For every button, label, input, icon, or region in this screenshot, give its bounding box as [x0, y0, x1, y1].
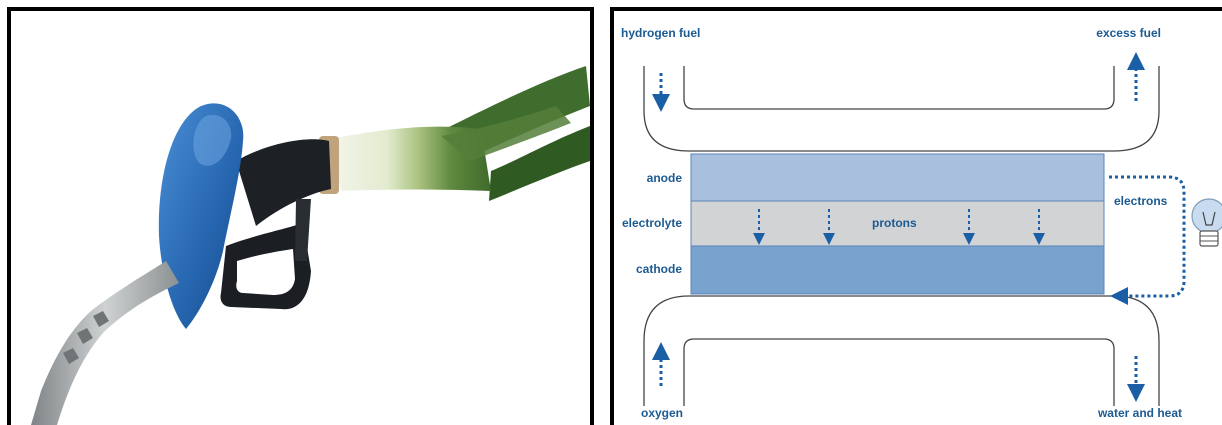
leek-hose: [331, 66, 590, 201]
fuel-cell-diagram-panel: hydrogen fuel excess fuel anode electrol…: [610, 7, 1222, 425]
fuel-cell-diagram: hydrogen fuel excess fuel anode electrol…: [614, 11, 1222, 425]
top-channel-inner: [684, 66, 1114, 109]
label-protons: protons: [872, 216, 917, 230]
label-electrolyte: electrolyte: [622, 216, 682, 230]
cathode-layer: [691, 246, 1104, 294]
label-electrons: electrons: [1114, 194, 1168, 208]
light-bulb-icon: [1192, 199, 1222, 246]
nozzle-spout: [31, 261, 179, 425]
label-anode: anode: [647, 171, 683, 185]
bottom-channel-inner: [684, 339, 1114, 406]
label-oxygen: oxygen: [641, 406, 683, 420]
anode-layer: [691, 154, 1104, 201]
fuel-nozzle-photo: [11, 11, 590, 425]
label-excess-fuel: excess fuel: [1096, 26, 1161, 40]
label-hydrogen-fuel: hydrogen fuel: [621, 26, 700, 40]
fuel-nozzle-photo-panel: [7, 7, 594, 425]
label-cathode: cathode: [636, 262, 682, 276]
label-water-and-heat: water and heat: [1097, 406, 1182, 420]
bottom-channel-outer: [644, 296, 1159, 406]
